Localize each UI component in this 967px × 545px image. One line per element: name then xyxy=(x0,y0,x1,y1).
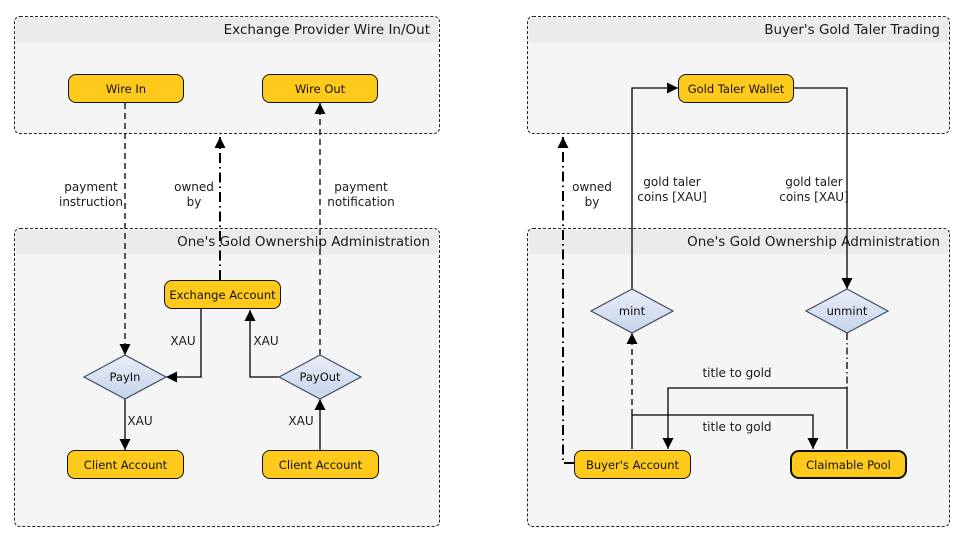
node-label: Client Account xyxy=(278,457,363,472)
payout-diamond xyxy=(277,354,363,400)
node-buyers-account: Buyer's Account xyxy=(574,450,691,479)
panel-title: Buyer's Gold Taler Trading xyxy=(764,22,940,38)
panel-header: One's Gold Ownership Administration xyxy=(529,230,948,254)
node-label: Wire Out xyxy=(294,81,346,96)
edge-exchange-to-payin xyxy=(166,309,202,383)
label-title-to-gold-lower: title to gold xyxy=(702,420,772,434)
node-gold-taler-wallet: Gold Taler Wallet xyxy=(678,74,794,103)
label-owned-by-left: owned by xyxy=(174,180,214,209)
edge-title-to-gold-upper xyxy=(662,387,848,449)
node-wire-in: Wire In xyxy=(68,74,184,103)
payin-diamond xyxy=(82,354,168,400)
edge-owned-by-right xyxy=(557,137,574,464)
label-payment-instruction: payment instruction xyxy=(58,180,124,209)
label-gold-taler-coins-left: gold taler coins [XAU] xyxy=(637,175,707,204)
label-gold-taler-coins-right: gold taler coins [XAU] xyxy=(779,175,849,204)
node-label: Gold Taler Wallet xyxy=(687,81,785,96)
node-client-account-right: Client Account xyxy=(262,450,379,479)
node-label: Wire In xyxy=(105,81,147,96)
panel-title: One's Gold Ownership Administration xyxy=(687,234,940,250)
payin-label: PayIn xyxy=(109,370,141,384)
label-xau-client-payout: XAU xyxy=(288,414,314,428)
label-payment-notification: payment notification xyxy=(327,180,395,209)
panel-header: Exchange Provider Wire In/Out xyxy=(16,18,438,42)
panel-header: One's Gold Ownership Administration xyxy=(16,230,438,254)
edge-title-to-gold-lower xyxy=(631,414,819,449)
node-client-account-left: Client Account xyxy=(67,450,184,479)
label-xau-payout-exchange: XAU xyxy=(253,334,279,348)
node-label: Exchange Account xyxy=(169,287,276,302)
node-label: Client Account xyxy=(83,457,168,472)
payout-label: PayOut xyxy=(299,370,341,384)
label-xau-exchange-payin: XAU xyxy=(170,334,196,348)
unmint-label: unmint xyxy=(826,304,868,318)
label-owned-by-right: owned by xyxy=(572,180,612,209)
panel-title: Exchange Provider Wire In/Out xyxy=(223,22,430,38)
panel-title: One's Gold Ownership Administration xyxy=(177,234,430,250)
node-wire-out: Wire Out xyxy=(262,74,378,103)
mint-diamond xyxy=(589,288,675,334)
node-exchange-account: Exchange Account xyxy=(164,280,281,309)
node-label: Claimable Pool xyxy=(806,457,891,472)
label-xau-payin-client: XAU xyxy=(127,414,153,428)
unmint-diamond xyxy=(804,288,890,334)
label-title-to-gold-upper: title to gold xyxy=(702,366,772,380)
node-label: Buyer's Account xyxy=(585,457,680,472)
edge-payout-to-exchange xyxy=(244,310,279,378)
panel-header: Buyer's Gold Taler Trading xyxy=(529,18,948,42)
edge-wallet-to-unmint xyxy=(794,87,853,289)
node-claimable-pool: Claimable Pool xyxy=(790,450,907,479)
edge-mint-to-wallet xyxy=(631,82,678,289)
mint-label: mint xyxy=(618,304,646,318)
